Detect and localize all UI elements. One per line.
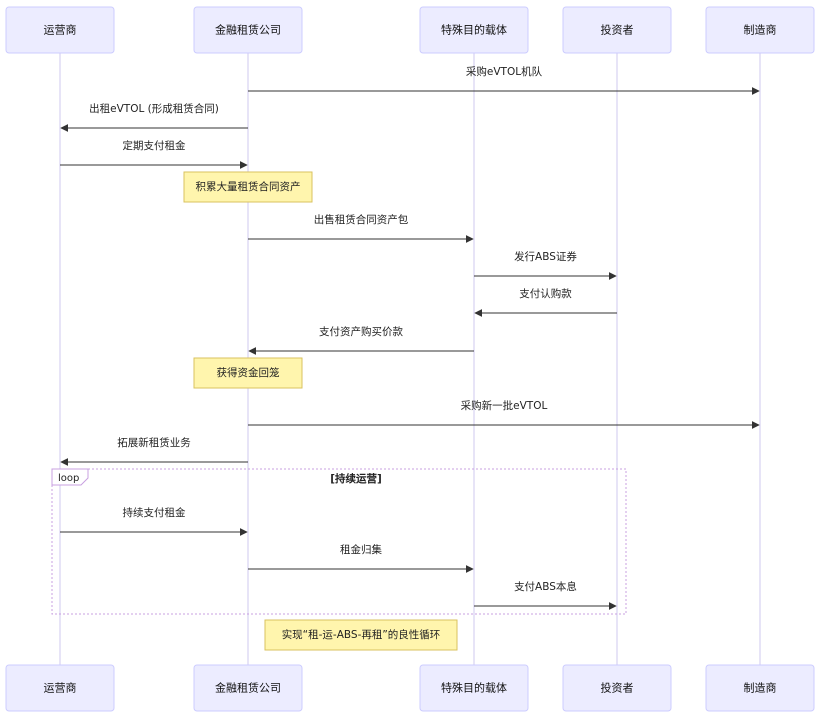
- actor-mfg-bottom: 制造商: [705, 664, 815, 712]
- actor-box: [705, 664, 815, 712]
- actor-box: [705, 6, 815, 54]
- message-10: 采购新一批eVTOL: [248, 399, 760, 429]
- actor-spv-top: 特殊目的载体: [419, 6, 529, 54]
- note: 实现“租-运-ABS-再租”的良性循环: [264, 619, 458, 651]
- actor-box: [5, 6, 115, 54]
- message-label: 持续支付租金: [123, 506, 186, 519]
- actor-box: [419, 6, 529, 54]
- message-label: 拓展新租赁业务: [117, 436, 191, 449]
- actor-op-top: 运营商: [5, 6, 115, 54]
- actor-label: 运营商: [44, 681, 77, 695]
- actor-fin-top: 金融租赁公司: [193, 6, 303, 54]
- message-label: 支付认购款: [519, 287, 572, 300]
- note-text: 积累大量租赁合同资产: [196, 180, 301, 193]
- note-text: 获得资金回笼: [217, 366, 280, 379]
- message-label: 支付ABS本息: [514, 580, 577, 593]
- message-label: 发行ABS证券: [514, 250, 577, 263]
- actor-mfg-top: 制造商: [705, 6, 815, 54]
- message-2: 出租eVTOL (形成租赁合同): [60, 102, 248, 132]
- message-3: 定期支付租金: [60, 139, 248, 169]
- actor-label: 特殊目的载体: [441, 681, 507, 695]
- message-7: 支付认购款: [474, 287, 617, 317]
- actor-box: [562, 664, 672, 712]
- message-label: 定期支付租金: [123, 139, 186, 152]
- actor-box: [193, 6, 303, 54]
- note: 积累大量租赁合同资产: [183, 171, 313, 203]
- actor-box: [562, 6, 672, 54]
- loop-tab: [51, 468, 89, 486]
- message-5: 出售租赁合同资产包: [248, 213, 474, 243]
- note-box: [264, 619, 458, 651]
- message-8: 支付资产购买价款: [248, 325, 474, 355]
- actor-op-bottom: 运营商: [5, 664, 115, 712]
- actor-box: [193, 664, 303, 712]
- message-label: 采购新一批eVTOL: [461, 399, 548, 412]
- actor-box: [5, 664, 115, 712]
- actor-label: 运营商: [44, 23, 77, 37]
- message-label: 租金归集: [340, 543, 382, 556]
- loop-keyword: loop: [58, 473, 79, 484]
- message-11: 拓展新租赁业务: [60, 436, 248, 466]
- message-label: 出售租赁合同资产包: [314, 213, 409, 226]
- message-label: 采购eVTOL机队: [466, 65, 543, 78]
- note-box: [183, 171, 313, 203]
- note: 获得资金回笼: [193, 357, 303, 389]
- message-13: 租金归集: [248, 543, 474, 573]
- actor-label: 投资者: [601, 23, 634, 37]
- loop-box: [51, 468, 627, 615]
- actor-label: 制造商: [744, 23, 777, 37]
- message-6: 发行ABS证券: [474, 250, 617, 280]
- message-14: 支付ABS本息: [474, 580, 617, 610]
- message-label: 支付资产购买价款: [319, 325, 403, 338]
- loop-frame: loop [持续运营]: [51, 468, 627, 615]
- message-label: 出租eVTOL (形成租赁合同): [89, 102, 219, 115]
- actor-inv-bottom: 投资者: [562, 664, 672, 712]
- actor-label: 金融租赁公司: [215, 681, 281, 695]
- actor-label: 金融租赁公司: [215, 23, 281, 37]
- note-box: [193, 357, 303, 389]
- loop-title: [持续运营]: [330, 472, 382, 485]
- actor-fin-bottom: 金融租赁公司: [193, 664, 303, 712]
- actor-inv-top: 投资者: [562, 6, 672, 54]
- note-text: 实现“租-运-ABS-再租”的良性循环: [282, 628, 441, 641]
- actor-label: 投资者: [601, 681, 634, 695]
- message-1: 采购eVTOL机队: [248, 65, 760, 95]
- actor-label: 特殊目的载体: [441, 23, 507, 37]
- actor-box: [419, 664, 529, 712]
- message-12: 持续支付租金: [60, 506, 248, 536]
- actor-label: 制造商: [744, 681, 777, 695]
- actor-spv-bottom: 特殊目的载体: [419, 664, 529, 712]
